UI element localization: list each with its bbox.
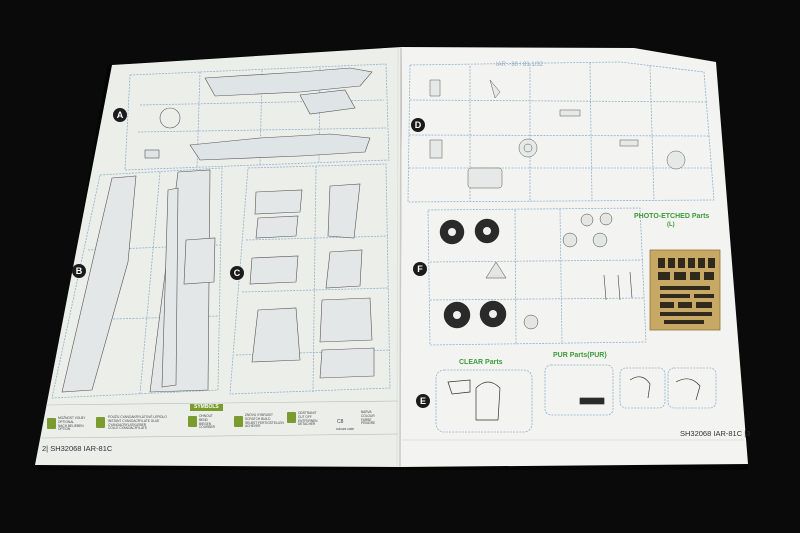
sprue-f <box>427 207 647 346</box>
symbol-optional: MOŽNOST VOLBY OPTIONAL NACH BELIEBEN OPT… <box>58 416 86 432</box>
fuselage-parts <box>144 67 373 161</box>
pur-parts-title: PUR Parts(PUR) <box>553 352 607 359</box>
small-parts-d <box>429 79 686 189</box>
sprue-e-clear <box>435 369 533 433</box>
footer-right: SH32068 IAR-81C |3 <box>680 429 751 438</box>
pur-parts <box>544 364 717 416</box>
control-surface-parts <box>249 183 375 379</box>
photo-etched-title: PHOTO-ETCHED Parts <box>634 213 710 220</box>
glue-icon <box>96 417 105 428</box>
sprue-label-f: F <box>413 262 427 276</box>
sprue-label-c: C <box>230 266 244 280</box>
sprue-label-e: E <box>416 394 430 408</box>
colours-code-label: colours code <box>336 427 355 431</box>
symbol-scratch-build: ZNOVU VYBRUSIT SCRATCH BUILD SELBST FERT… <box>245 413 284 429</box>
bend-icon <box>188 416 197 427</box>
photo-etched-code: (L) <box>667 222 675 228</box>
clear-parts-title: CLEAR Parts <box>459 359 503 366</box>
footer-left: 2| SH32068 IAR-81C <box>42 444 113 453</box>
sprue-d <box>407 61 715 203</box>
symbol-colour: BARVA COLOUR FARBE PEINDRE <box>361 410 376 426</box>
sprue-label-d: D <box>411 118 425 132</box>
cut-off-icon <box>287 412 296 423</box>
right-page-code: IAR - 80 / 81 1/32 <box>496 62 544 68</box>
instruction-sheet-right <box>400 47 748 467</box>
sprue-label-b: B <box>72 264 86 278</box>
wheel-parts <box>485 212 613 330</box>
symbol-bend: OHNOUT BEND BIEGEN COURBER <box>199 414 215 430</box>
symbol-glue: POUŽIJ CYANOAKRYLÁTOVÉ LEPIDLO INSTANT C… <box>108 415 167 431</box>
symbol-cut-off: ODSTRANIT CUT OFF ENTFERNEN DETACHER <box>298 411 318 427</box>
colours-code-number: C8 <box>337 419 344 425</box>
wing-parts <box>61 169 216 393</box>
symbols-title: SYMBOLS <box>190 404 223 411</box>
optional-icon <box>47 418 56 429</box>
scratch-build-icon <box>234 416 243 427</box>
sprue-label-a: A <box>113 108 127 122</box>
